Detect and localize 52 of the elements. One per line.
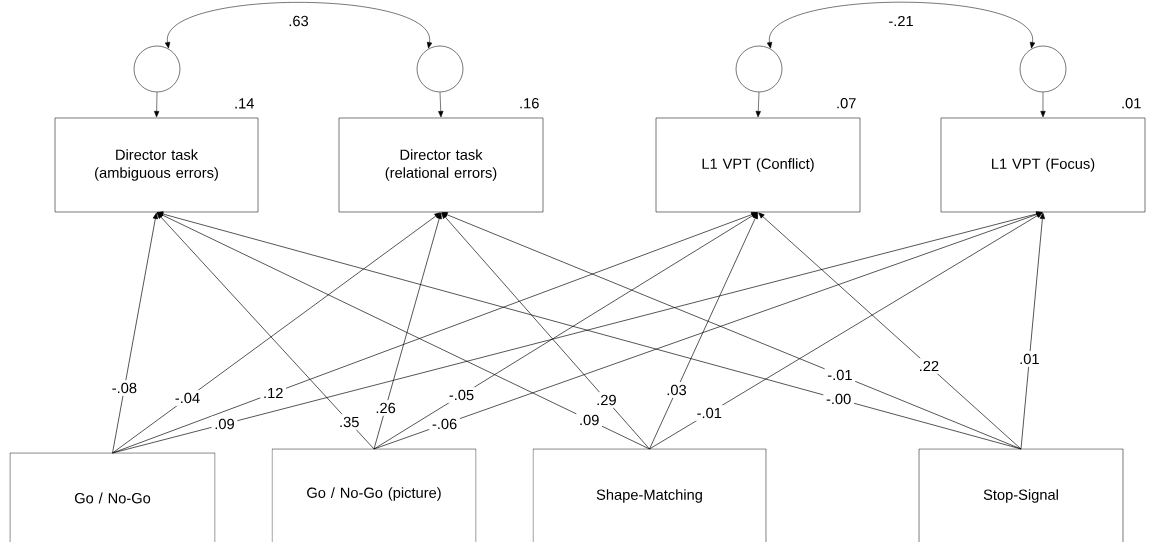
arrow: [755, 92, 761, 118]
edge-label: -.06: [429, 416, 460, 432]
path-arrow: [112, 212, 758, 454]
variance-label: .16: [520, 98, 539, 109]
edge-label: -.21: [885, 13, 917, 29]
edge-label: .26: [372, 400, 399, 416]
path-arrow: [758, 212, 1022, 450]
edge-label: .35: [336, 414, 363, 430]
edge-label: .12: [260, 385, 287, 401]
path-arrow: [373, 212, 758, 450]
edge-label: .09: [576, 412, 603, 428]
measure-box: L1 VPT (Focus): [940, 117, 1146, 213]
edge-label: -.01: [693, 405, 725, 421]
path-arrow: [156, 212, 375, 450]
measure-box: L1 VPT (Conflict): [655, 117, 861, 213]
edge-label: .01: [1016, 351, 1043, 367]
edge-label: .29: [593, 392, 620, 408]
variance-label: .01: [1122, 98, 1141, 109]
path-arrow: [649, 212, 758, 450]
task-box: Go / No-Go (picture): [271, 448, 477, 542]
path-arrow: [1020, 212, 1045, 450]
variance-label: .14: [235, 98, 254, 109]
latent-circle: [133, 45, 181, 93]
edge-label: -.04: [172, 390, 203, 406]
arrow: [1040, 92, 1046, 118]
edge-label: .03: [663, 382, 690, 398]
path-arrow: [112, 212, 158, 454]
correlation-arrow: [766, 1, 1036, 49]
path-arrow: [649, 212, 1043, 450]
arrow: [438, 92, 444, 118]
edge-label: .09: [211, 416, 238, 432]
variance-label: .07: [837, 98, 856, 109]
path-arrow: [112, 212, 441, 454]
arrow: [154, 92, 160, 118]
measure-box: Director task (relational errors): [338, 117, 544, 213]
edge-label: .63: [285, 13, 312, 29]
edge-label: -.01: [824, 367, 856, 383]
edge-label: -.05: [446, 387, 477, 403]
path-arrow: [157, 212, 650, 450]
edge-label: .22: [916, 358, 942, 374]
latent-circle: [416, 45, 464, 93]
task-box: Go / No-Go: [9, 452, 216, 542]
task-box: Stop-Signal: [918, 448, 1124, 542]
edge-label: -.00: [823, 391, 854, 407]
edge-label: -.08: [109, 380, 140, 396]
path-arrow: [441, 212, 650, 450]
latent-circle: [735, 45, 783, 93]
correlation-arrow: [164, 2, 433, 49]
path-arrow: [373, 212, 442, 450]
task-box: Shape-Matching: [532, 448, 767, 542]
measure-box: Director task (ambiguous errors): [54, 117, 259, 213]
latent-circle: [1019, 45, 1067, 93]
